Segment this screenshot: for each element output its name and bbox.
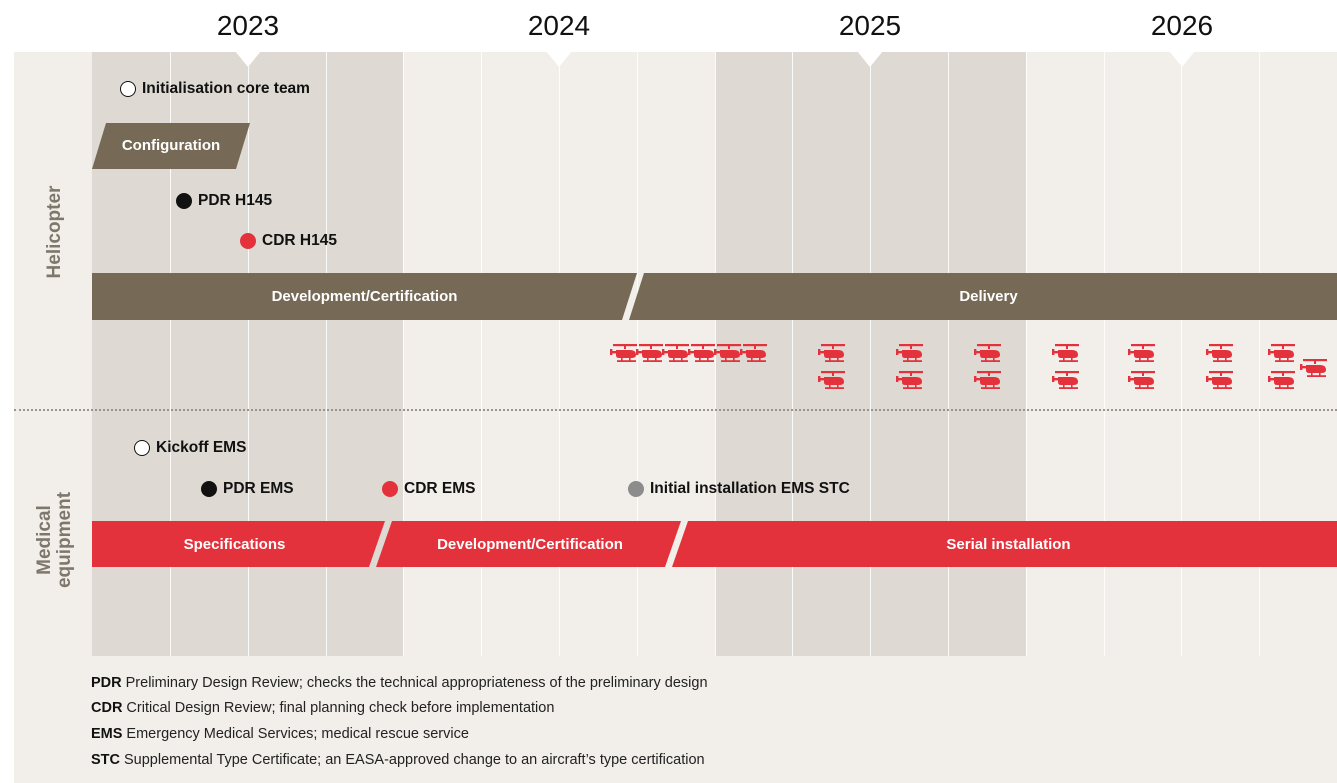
helicopter-icon — [714, 343, 744, 368]
black-circle-icon — [176, 193, 192, 209]
red-circle-icon — [240, 233, 256, 249]
helicopter-icon — [1206, 370, 1236, 395]
configuration-bar-label: Configuration — [121, 137, 221, 154]
helicopter-icon — [1268, 343, 1298, 368]
quarter-gridline — [1259, 52, 1260, 656]
helicopter-icon — [896, 370, 926, 395]
specifications-bar-label: Specifications — [183, 536, 286, 553]
quarter-gridline — [248, 52, 249, 656]
legend-abbr: STC — [91, 752, 120, 768]
year-label-2025: 2025 — [838, 10, 902, 41]
helicopter-icon — [974, 343, 1004, 368]
milestone-label: Kickoff EMS — [156, 439, 247, 456]
legend-text: Preliminary Design Review; checks the te… — [125, 675, 708, 691]
milestone-pdr-h145: PDR H145 — [176, 192, 272, 210]
year-marker-2025 — [857, 51, 883, 67]
year-marker-2026 — [1169, 51, 1195, 67]
quarter-gridline — [1181, 52, 1182, 656]
year-marker-2023 — [235, 51, 261, 67]
quarter-gridline — [326, 52, 327, 656]
helicopter-icon — [636, 343, 666, 368]
milestone-pdr-ems: PDR EMS — [201, 480, 294, 498]
serial-installation-bar — [672, 521, 1337, 567]
specifications-bar — [92, 521, 385, 567]
heli-development-bar-label: Development/Certification — [271, 288, 458, 305]
quarter-gridline — [559, 52, 560, 656]
quarter-gridline — [1104, 52, 1105, 656]
helicopter-icon — [818, 343, 848, 368]
helicopter-icon — [740, 343, 770, 368]
helicopter-icon — [662, 343, 692, 368]
year-label-2024: 2024 — [527, 10, 591, 41]
configuration-bar — [92, 123, 250, 169]
legend-text: Supplemental Type Certificate; an EASA-a… — [124, 752, 705, 768]
ems-development-bar — [376, 521, 681, 567]
legend-abbr: PDR — [91, 675, 122, 691]
year-marker-2024 — [546, 51, 572, 67]
year-label-2026: 2026 — [1150, 10, 1214, 41]
legend-abbr: CDR — [91, 700, 123, 716]
quarter-gridline — [792, 52, 793, 656]
quarter-gridline — [403, 52, 404, 656]
red-circle-icon — [382, 481, 398, 497]
open-circle-icon — [120, 81, 136, 97]
legend-abbr: EMS — [91, 726, 123, 742]
helicopter-icon — [1206, 343, 1236, 368]
milestone-label: Initialisation core team — [142, 80, 310, 97]
milestone-label: PDR H145 — [198, 192, 273, 209]
quarter-gridline — [1026, 52, 1027, 656]
helicopter-icon — [1128, 370, 1158, 395]
milestone-label: Initial installation EMS STC — [650, 480, 850, 497]
legend-text: Emergency Medical Services; medical resc… — [126, 726, 469, 742]
helicopter-icon — [818, 370, 848, 395]
legend-text: Critical Design Review; final planning c… — [126, 700, 555, 716]
helicopter-icon — [1128, 343, 1158, 368]
grey-circle-icon — [628, 481, 644, 497]
quarter-gridline — [481, 52, 482, 656]
milestone-label: PDR EMS — [223, 480, 294, 497]
milestone-init-core-team: Initialisation core team — [120, 80, 310, 98]
heli-development-bar — [92, 273, 637, 320]
milestone-label: CDR H145 — [262, 232, 337, 249]
helicopter-icon — [1052, 343, 1082, 368]
quarter-gridline — [870, 52, 871, 656]
milestone-cdr-h145: CDR H145 — [240, 232, 337, 250]
section-divider — [14, 409, 1337, 411]
milestone-cdr-ems: CDR EMS — [382, 480, 475, 498]
milestone-kickoff-ems: Kickoff EMS — [134, 439, 246, 457]
delivery-bar — [629, 273, 1337, 320]
helicopter-icon — [1300, 358, 1330, 383]
quarter-gridline — [170, 52, 171, 656]
helicopter-icon — [974, 370, 1004, 395]
helicopter-icon — [688, 343, 718, 368]
helicopter-icon — [896, 343, 926, 368]
ems-development-bar-label: Development/Certification — [437, 536, 623, 553]
serial-installation-bar-label: Serial installation — [946, 536, 1071, 553]
year-label-2023: 2023 — [216, 10, 280, 41]
helicopter-icon — [1268, 370, 1298, 395]
black-circle-icon — [201, 481, 217, 497]
milestone-label: CDR EMS — [404, 480, 476, 497]
open-circle-icon — [134, 440, 150, 456]
quarter-gridline — [948, 52, 949, 656]
milestone-initial-installation-ems-stc: Initial installation EMS STC — [628, 480, 850, 498]
helicopter-icon — [1052, 370, 1082, 395]
delivery-bar-label: Delivery — [959, 288, 1018, 305]
helicopter-icon — [610, 343, 640, 368]
